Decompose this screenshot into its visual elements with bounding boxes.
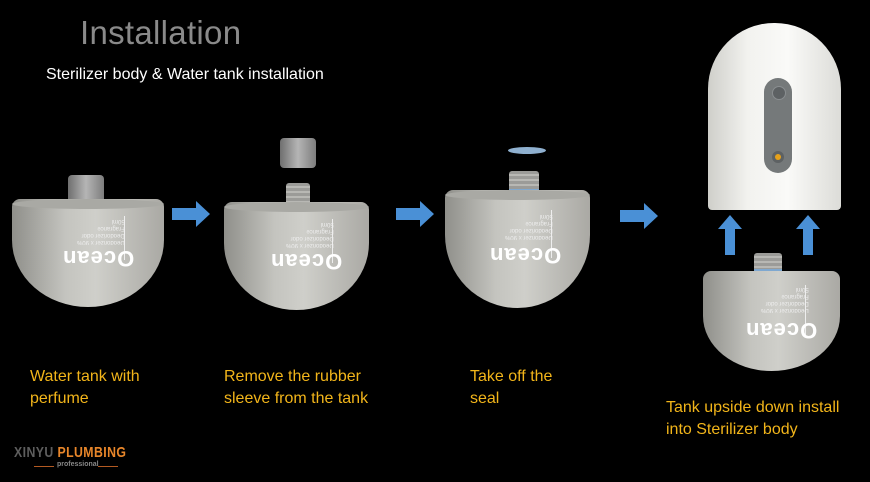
- step-3-caption: Take off the seal: [470, 368, 553, 407]
- tank-label: Ocean: [270, 249, 343, 274]
- water-tank-step-1: Deodorizer x 90% Deodorizer odor Fragran…: [12, 175, 164, 310]
- arrow-up-icon: [718, 215, 742, 255]
- tank-neck: [754, 253, 782, 273]
- spray-nozzle-icon: [772, 151, 784, 163]
- page-subtitle: Sterilizer body & Water tank installatio…: [46, 66, 324, 83]
- tank-label: Ocean: [62, 246, 135, 271]
- rubber-sleeve-cap: [68, 175, 104, 203]
- control-panel: [764, 78, 792, 173]
- tank-label: Ocean: [745, 318, 818, 343]
- arrow-right-icon: [620, 203, 658, 229]
- step-4-caption: Tank upside down install into Sterilizer…: [666, 399, 840, 438]
- seal-film: [508, 147, 546, 154]
- brand-logo: XINYU PLUMBING professional: [14, 444, 127, 468]
- arrow-right-icon: [172, 201, 210, 227]
- page-title: Installation: [80, 14, 242, 51]
- rubber-sleeve-cap: [280, 138, 316, 168]
- step-1-caption: Water tank with perfume: [30, 368, 140, 407]
- arrow-right-icon: [396, 201, 434, 227]
- power-button-icon: [772, 86, 786, 100]
- water-tank-step-2: Deodorizer x 90% Deodorizer odor Fragran…: [224, 138, 369, 313]
- logo-tagline: professional: [57, 461, 99, 468]
- tank-label: Ocean: [489, 243, 562, 268]
- sterilizer-body: [708, 23, 841, 210]
- water-tank-step-4: Deodorizer x 90% Deodorizer odor Fragran…: [703, 253, 840, 373]
- step-2-caption: Remove the rubber sleeve from the tank: [224, 368, 369, 407]
- water-tank-step-3: Deodorizer x 90% Deodorizer odor Fragran…: [445, 146, 590, 316]
- arrow-up-icon: [796, 215, 820, 255]
